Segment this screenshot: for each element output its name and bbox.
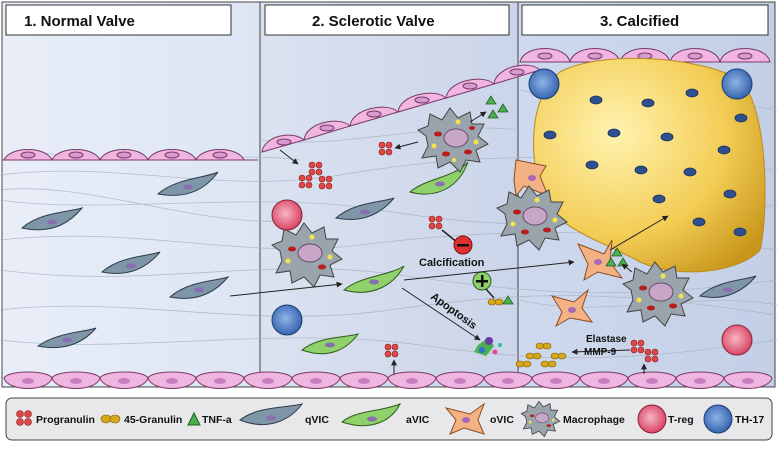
granulin-icon xyxy=(100,414,121,424)
mmp9-label: MMP-9 xyxy=(584,347,617,358)
endothelium-bottom-nuclei xyxy=(22,378,754,384)
legend-item-tnf-a: TNF-a xyxy=(187,411,232,426)
granulin-markers xyxy=(487,298,567,368)
svg-text:45-Granulin: 45-Granulin xyxy=(124,414,182,426)
th17-cells xyxy=(271,68,753,336)
endothelium-sclerotic xyxy=(261,64,541,153)
panel-title-3: 3. Calcified xyxy=(521,4,769,36)
legend-box xyxy=(5,397,773,441)
apoptotic-body xyxy=(474,337,502,356)
tnf-a-icon xyxy=(187,411,201,426)
calcified-nodule xyxy=(533,57,766,273)
ovic-cell-icon xyxy=(444,402,486,435)
svg-text:aVIC: aVIC xyxy=(406,414,430,426)
progranulin-clusters xyxy=(298,141,659,363)
panel-title-2: 2. Sclerotic Valve xyxy=(264,4,510,36)
legend-item-progranulin: Progranulin xyxy=(16,410,95,426)
legend-item-ovic: oVIC xyxy=(444,402,514,435)
legend-item-avic: aVIC xyxy=(341,403,430,427)
svg-text:3. Calcified: 3. Calcified xyxy=(600,13,679,30)
inhibition-symbol xyxy=(441,229,473,255)
svg-text:1. Normal Valve: 1. Normal Valve xyxy=(24,13,135,30)
qvic-cells xyxy=(20,171,757,349)
legend: Progranulin 45-Granulin TNF-a qVIC aVIC xyxy=(16,400,764,438)
svg-text:Progranulin: Progranulin xyxy=(36,414,95,426)
treg-cell-icon xyxy=(637,404,667,434)
macrophage-icon xyxy=(520,400,561,438)
panel-title-1: 1. Normal Valve xyxy=(5,4,232,36)
th17-cell-icon xyxy=(703,404,733,434)
avic-nuclei xyxy=(325,181,445,348)
svg-text:oVIC: oVIC xyxy=(490,414,514,426)
panel-normal xyxy=(1,1,261,388)
panel-sclerotic xyxy=(259,1,519,388)
progranulin-icon xyxy=(16,410,32,426)
promotion-symbol xyxy=(472,271,495,299)
svg-text:2. Sclerotic Valve: 2. Sclerotic Valve xyxy=(312,13,435,30)
pathway-arrows xyxy=(229,111,669,374)
svg-text:Macrophage: Macrophage xyxy=(563,414,625,426)
qvic-cell-icon xyxy=(239,403,304,425)
svg-text:qVIC: qVIC xyxy=(305,414,329,426)
legend-item-treg: T-reg xyxy=(637,404,694,434)
legend-item-th17: TH-17 xyxy=(703,404,764,434)
svg-text:TNF-a: TNF-a xyxy=(202,414,232,426)
macrophages xyxy=(270,107,694,327)
calcification-label: Calcification xyxy=(419,257,485,269)
treg-cells xyxy=(271,199,753,356)
ovic-nuclei xyxy=(528,175,602,313)
avic-cell-icon xyxy=(341,403,402,427)
legend-item-45-granulin: 45-Granulin xyxy=(100,414,182,426)
legend-item-macrophage: Macrophage xyxy=(520,400,625,438)
legend-item-qvic: qVIC xyxy=(239,403,329,426)
qvic-nuclei xyxy=(47,184,733,343)
endothelium-normal xyxy=(3,149,245,161)
endothelium-calcified-top xyxy=(519,48,771,63)
elastase-label: Elastase xyxy=(586,334,627,345)
svg-text:T-reg: T-reg xyxy=(668,414,694,426)
svg-text:TH-17: TH-17 xyxy=(735,414,764,426)
